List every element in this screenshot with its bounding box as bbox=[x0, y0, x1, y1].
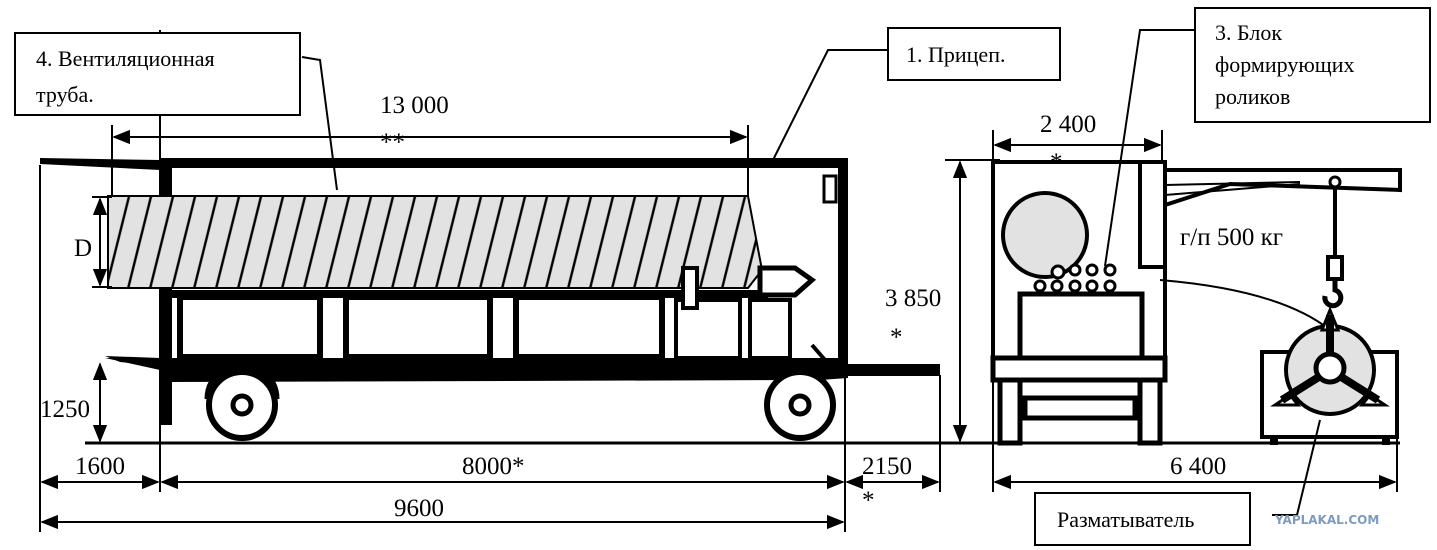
svg-text:1. Прицеп.: 1. Прицеп. bbox=[906, 42, 1005, 67]
dim-width-mark: * bbox=[1050, 149, 1063, 176]
trailer-rear-view bbox=[990, 160, 1402, 446]
callout-unwinder: Разматыватель bbox=[1034, 419, 1321, 546]
pipe-cross-section bbox=[1001, 191, 1089, 279]
dim-front-overhang: 1600 bbox=[75, 453, 125, 480]
dim-width: 2 400 bbox=[1040, 111, 1096, 138]
callout-rollers: 3. Блок формирующих роликов bbox=[1104, 7, 1431, 267]
dim-height: 3 850 bbox=[885, 285, 941, 312]
dim-deck-height: 1250 bbox=[40, 396, 90, 423]
dim-rear-overhang-mark: * bbox=[862, 487, 875, 514]
svg-text:4. Вентиляционная: 4. Вентиляционная bbox=[36, 46, 215, 71]
wheel-front bbox=[204, 361, 280, 441]
callout-trailer: 1. Прицеп. bbox=[771, 27, 1061, 163]
dim-pipe-length: 13 000 bbox=[380, 92, 449, 119]
dim-height-mark: * bbox=[890, 324, 903, 351]
dimensions-rear: 3 850 * 2 400 * 6 400 bbox=[885, 111, 1397, 490]
unwinder bbox=[1260, 305, 1399, 445]
svg-text:формирующих: формирующих bbox=[1215, 52, 1354, 77]
svg-text:Разматыватель: Разматыватель bbox=[1057, 507, 1194, 532]
hoist-capacity-label: г/п 500 кг bbox=[1180, 224, 1283, 251]
dimensions-side: 13 000 ** D 1250 1600 8000* 2150 * 9600 bbox=[40, 92, 940, 530]
ventilation-pipe bbox=[107, 195, 764, 289]
dim-rear-overhang: 2150 bbox=[862, 453, 912, 480]
dim-total-length: 9600 bbox=[394, 495, 444, 522]
trailer-side-view bbox=[40, 158, 940, 441]
watermark: YAPLAKAL.COM bbox=[1274, 513, 1379, 527]
dim-wheelbase: 8000* bbox=[462, 453, 525, 480]
callout-pipe: 4. Вентиляционная труба. bbox=[14, 32, 338, 191]
svg-text:3. Блок: 3. Блок bbox=[1215, 20, 1282, 45]
wheel-rear bbox=[764, 369, 836, 441]
svg-text:роликов: роликов bbox=[1215, 84, 1290, 109]
svg-text:труба.: труба. bbox=[36, 82, 94, 107]
dim-pipe-length-mark: ** bbox=[380, 129, 405, 156]
forming-rollers bbox=[1033, 263, 1117, 293]
dim-side-length: 6 400 bbox=[1170, 453, 1226, 480]
dim-diameter: D bbox=[74, 235, 92, 262]
hoist-hook bbox=[1322, 175, 1344, 309]
